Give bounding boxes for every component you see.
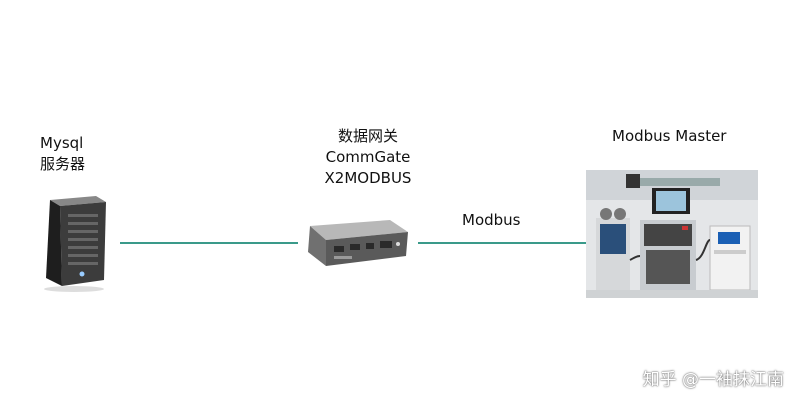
mysql-label: Mysql 服务器	[40, 133, 85, 175]
link-mysql-gateway	[120, 242, 298, 244]
gateway-device-icon	[308, 220, 408, 266]
link-label: Modbus	[462, 211, 521, 229]
link-gateway-master	[418, 242, 586, 244]
gateway-line1: 数据网关	[337, 127, 398, 145]
mysql-title: Mysql	[40, 134, 84, 152]
gateway-line2: CommGate	[325, 148, 411, 166]
master-label: Modbus Master	[612, 127, 727, 145]
mysql-subtitle: 服务器	[40, 155, 86, 173]
gateway-line3: X2MODBUS	[324, 169, 412, 187]
watermark: 知乎 @一袖抹江南	[642, 370, 784, 390]
modbus-master-machine-icon	[586, 170, 758, 298]
server-tower-icon	[44, 196, 106, 292]
gateway-label: 数据网关 CommGate X2MODBUS	[308, 126, 428, 189]
